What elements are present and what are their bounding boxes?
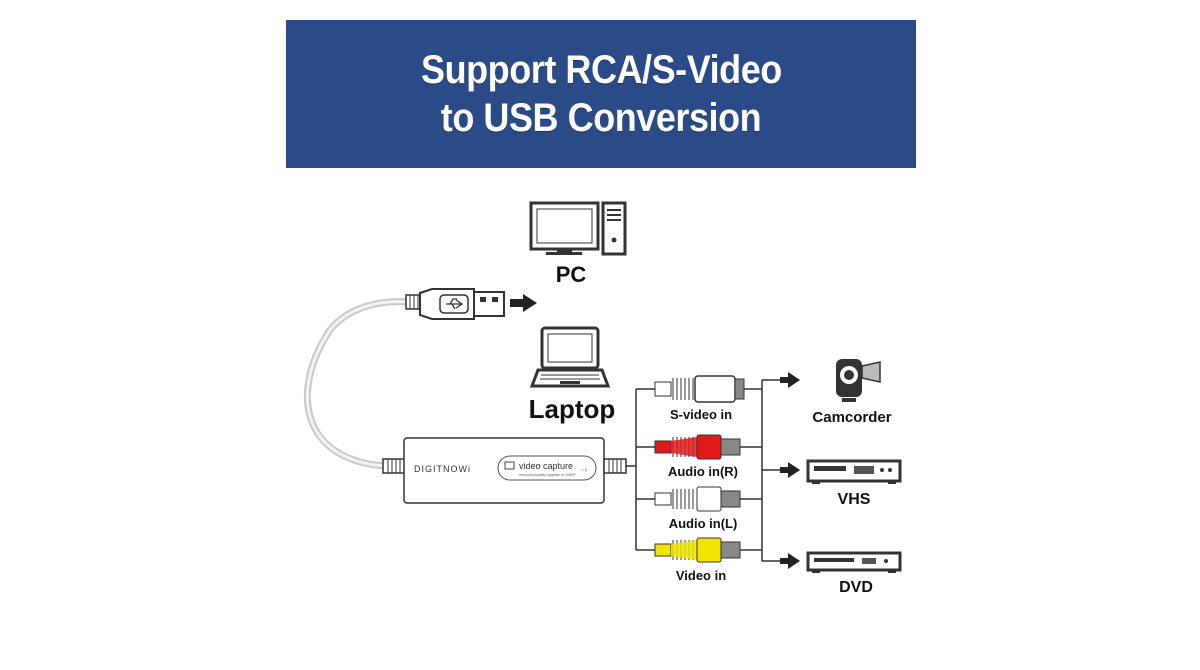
pc-icon xyxy=(529,201,627,256)
svg-text:··›: ··› xyxy=(580,467,588,474)
laptop-icon xyxy=(529,326,611,388)
usb-plug-icon xyxy=(405,288,505,320)
video-connector xyxy=(654,537,741,563)
svideo-label: S-video in xyxy=(670,407,732,422)
video-label: Video in xyxy=(676,568,726,583)
capture-device: DIGITNOWi video capture resolution/quali… xyxy=(382,437,627,504)
audio-r-label: Audio in(R) xyxy=(668,464,738,479)
title-line-2: to USB Conversion xyxy=(440,96,762,140)
audio-l-connector xyxy=(654,486,741,512)
title-line-1: Support RCA/S-Video xyxy=(420,48,782,92)
output-bus xyxy=(740,379,780,562)
laptop-label: Laptop xyxy=(529,394,616,424)
brand-label: DIGITNOWi xyxy=(414,464,471,474)
arrow-dvd-icon xyxy=(780,553,800,569)
arrow-vhs-icon xyxy=(780,462,800,478)
dvd-icon xyxy=(806,551,902,573)
source-arrows xyxy=(780,372,800,569)
audio-r-connector xyxy=(654,434,741,460)
arrow-to-pc-icon xyxy=(510,294,537,312)
input-wiring xyxy=(626,388,655,551)
title-banner: Support RCA/S-Video to USB Conversion xyxy=(286,20,916,168)
camera-glyph-icon xyxy=(504,461,515,470)
camcorder-label: Camcorder xyxy=(812,409,891,426)
pc-label: PC xyxy=(556,262,587,287)
badge-sublabel: resolution/quality upgrade to 1080P xyxy=(519,473,576,477)
camcorder-icon xyxy=(836,359,881,402)
dvd-label: DVD xyxy=(839,579,873,596)
badge-label: video capture xyxy=(519,461,573,471)
arrow-camcorder-icon xyxy=(780,372,800,388)
audio-l-label: Audio in(L) xyxy=(669,516,738,531)
vhs-label: VHS xyxy=(838,491,871,508)
svideo-connector xyxy=(654,375,745,403)
vhs-icon xyxy=(806,459,902,484)
